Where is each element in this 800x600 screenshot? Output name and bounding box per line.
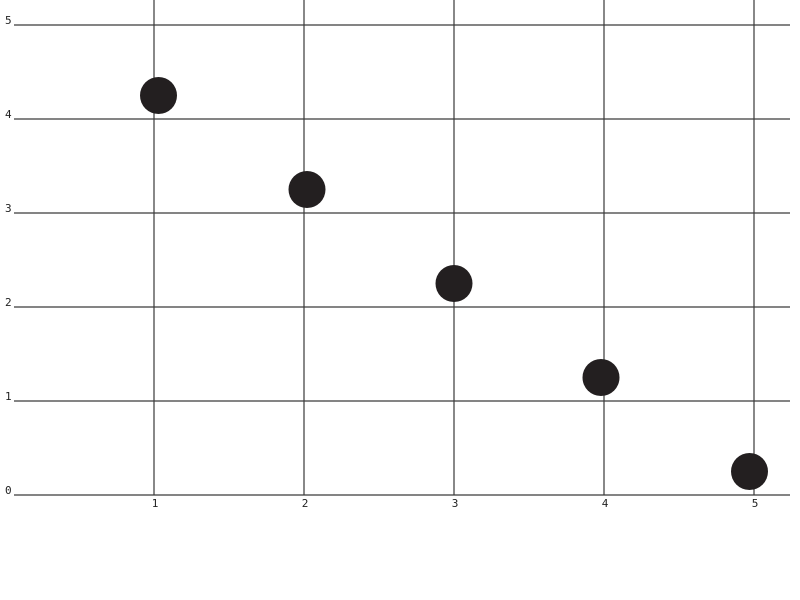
y-tick-label-4: 4	[5, 108, 12, 121]
data-point	[288, 171, 326, 208]
data-point	[140, 77, 177, 114]
y-tick-label-2: 2	[5, 296, 12, 309]
data-point	[582, 359, 620, 396]
x-tick-label-2: 2	[302, 497, 309, 510]
x-tick-label-3: 3	[452, 497, 459, 510]
x-tick-label-5: 5	[752, 497, 759, 510]
data-point	[435, 265, 473, 302]
y-tick-label-0: 0	[5, 484, 12, 497]
grid	[14, 0, 790, 496]
y-tick-label-3: 3	[5, 202, 12, 215]
tick-labels: 0 1 2 3 4 5 1 2 3 4 5	[5, 14, 758, 510]
x-tick-label-1: 1	[152, 497, 159, 510]
y-tick-label-1: 1	[5, 390, 12, 403]
x-tick-label-4: 4	[602, 497, 609, 510]
data-points	[140, 77, 768, 490]
data-point	[731, 453, 768, 490]
y-tick-label-5: 5	[5, 14, 12, 27]
